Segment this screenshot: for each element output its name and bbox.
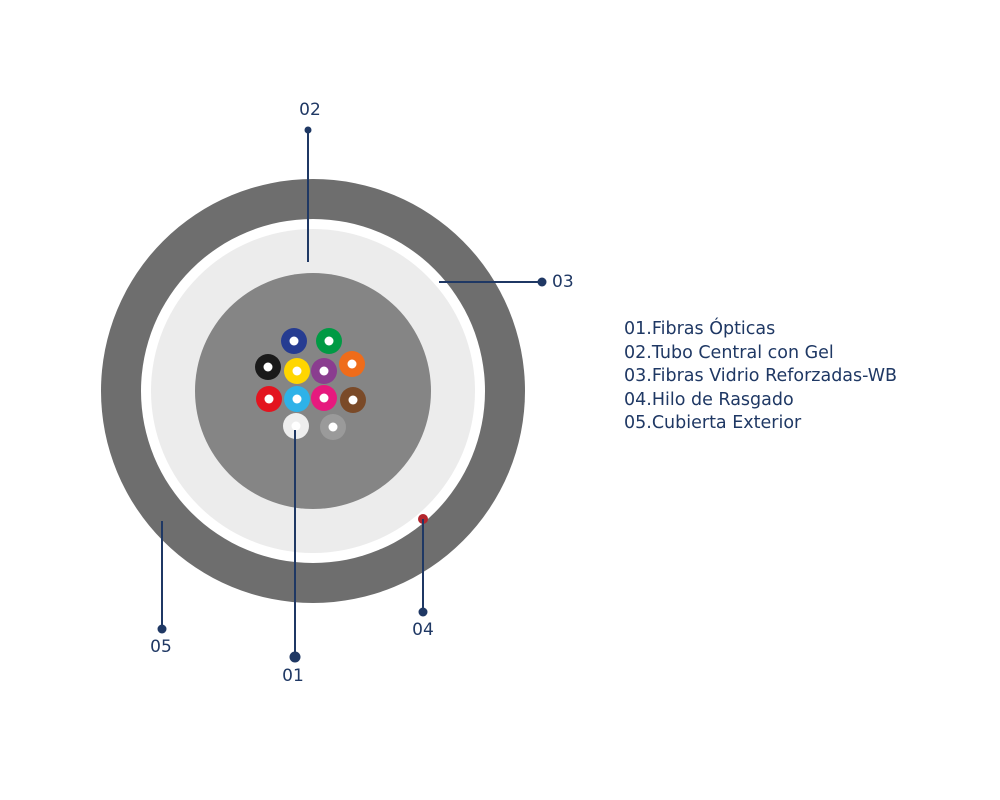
- leader-dot-04: [418, 607, 428, 617]
- fiber-core-3: [263, 362, 273, 372]
- legend-item-04: 04.Hilo de Rasgado: [624, 389, 794, 410]
- fiber-core-1: [289, 336, 299, 346]
- fiber-core-12: [328, 422, 338, 432]
- callout-leaders: [161, 130, 542, 656]
- callout-label-04: 04: [412, 620, 434, 640]
- fiber-core-4: [292, 366, 302, 376]
- fiber-core-7: [264, 394, 274, 404]
- fiber-core-2: [324, 336, 334, 346]
- fiber-core-8: [292, 394, 302, 404]
- callout-label-03: 03: [552, 272, 574, 292]
- leader-dot-05: [157, 624, 167, 634]
- fiber-core-9: [319, 393, 329, 403]
- callout-dots: [157, 126, 547, 663]
- legend-item-03: 03.Fibras Vidrio Reforzadas-WB: [624, 366, 898, 386]
- fiber-core-10: [348, 395, 358, 405]
- leader-dot-03: [537, 277, 547, 287]
- leader-dot-02: [304, 126, 312, 134]
- central-tube: [195, 273, 431, 509]
- legend: 01.Fibras Ópticas 02.Tubo Central con Ge…: [624, 318, 897, 436]
- fiber-core-11: [291, 421, 301, 431]
- fiber-core-6: [347, 359, 357, 369]
- legend-item-02: 02.Tubo Central con Gel: [624, 342, 834, 363]
- leader-dot-01: [289, 651, 301, 663]
- callout-label-02: 02: [299, 100, 321, 120]
- callout-label-01: 01: [282, 666, 304, 686]
- legend-item-05: 05.Cubierta Exterior: [624, 413, 802, 433]
- fiber-core-5: [319, 366, 329, 376]
- callout-label-05: 05: [150, 637, 172, 657]
- legend-item-01: 01.Fibras Ópticas: [624, 319, 776, 339]
- optical-fibers: [255, 328, 366, 440]
